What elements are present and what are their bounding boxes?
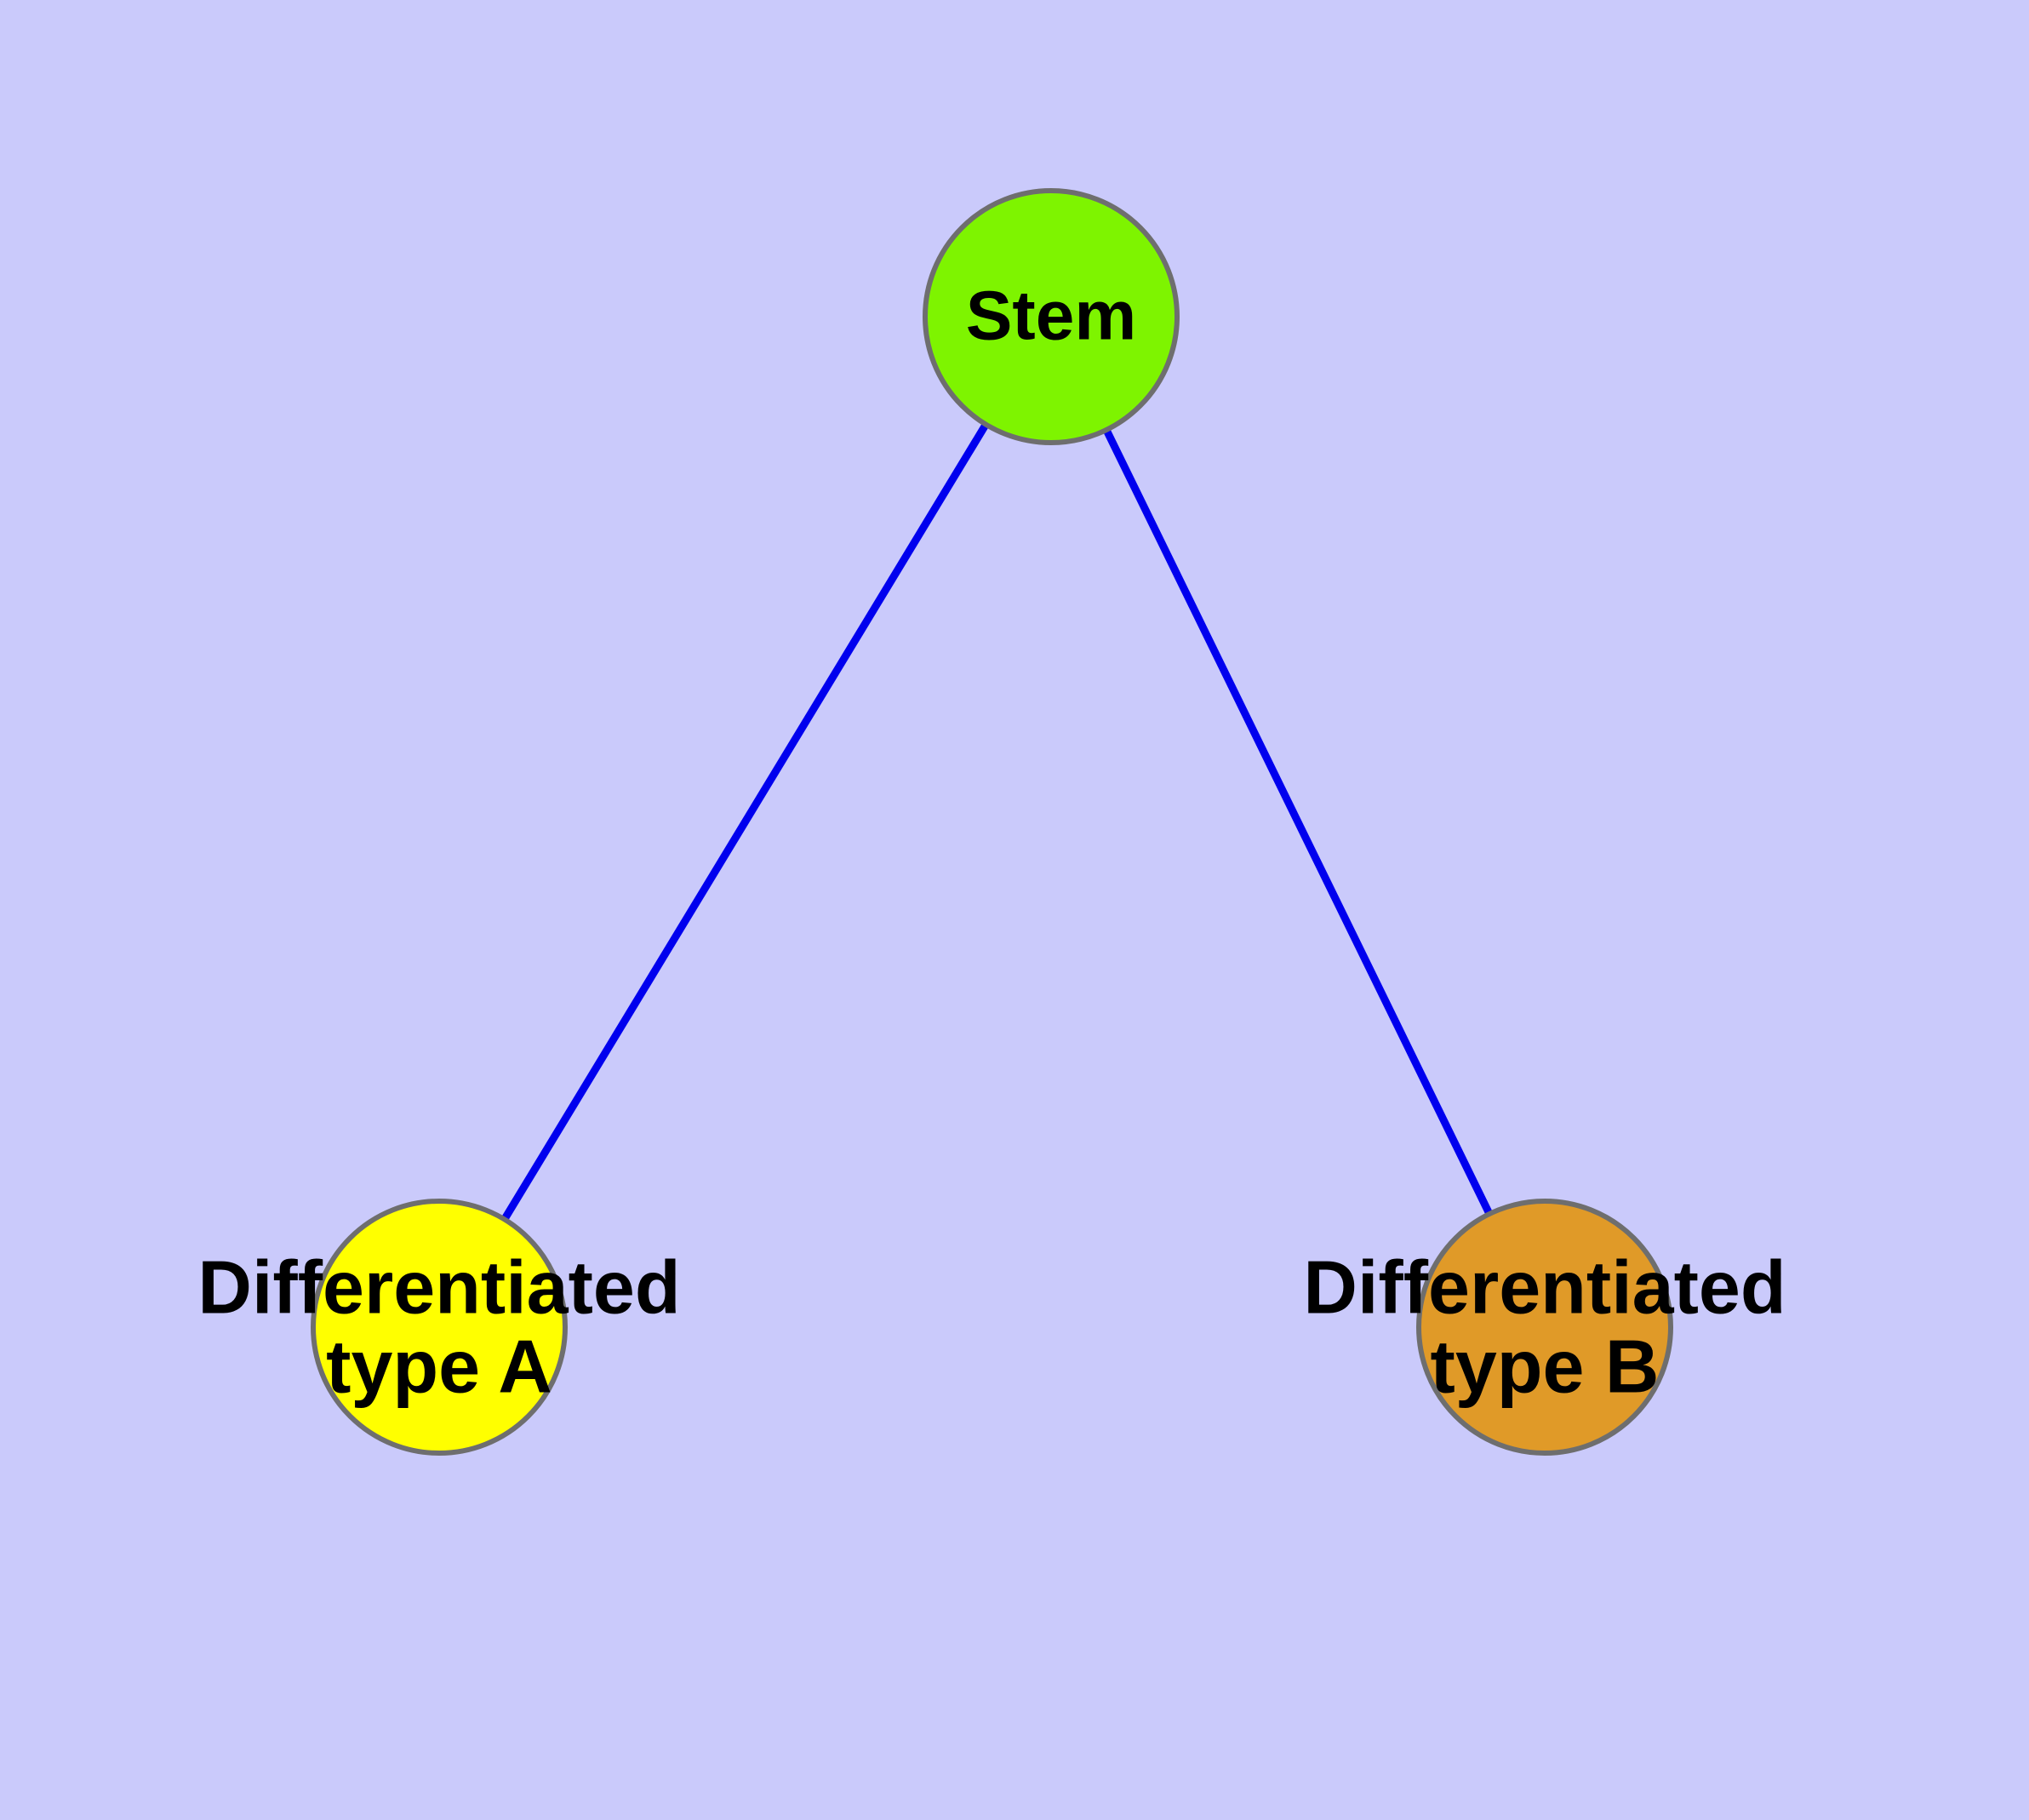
edge-layer: [436, 314, 1549, 1330]
node-circle-diff-a[interactable]: [311, 1199, 568, 1456]
node-circle-diff-b[interactable]: [1416, 1199, 1673, 1456]
edge-stem-to-b: [1047, 315, 1549, 1329]
node-layer: [311, 188, 1673, 1456]
node-circle-stem[interactable]: [923, 188, 1180, 445]
edge-stem-to-a: [436, 314, 1055, 1330]
